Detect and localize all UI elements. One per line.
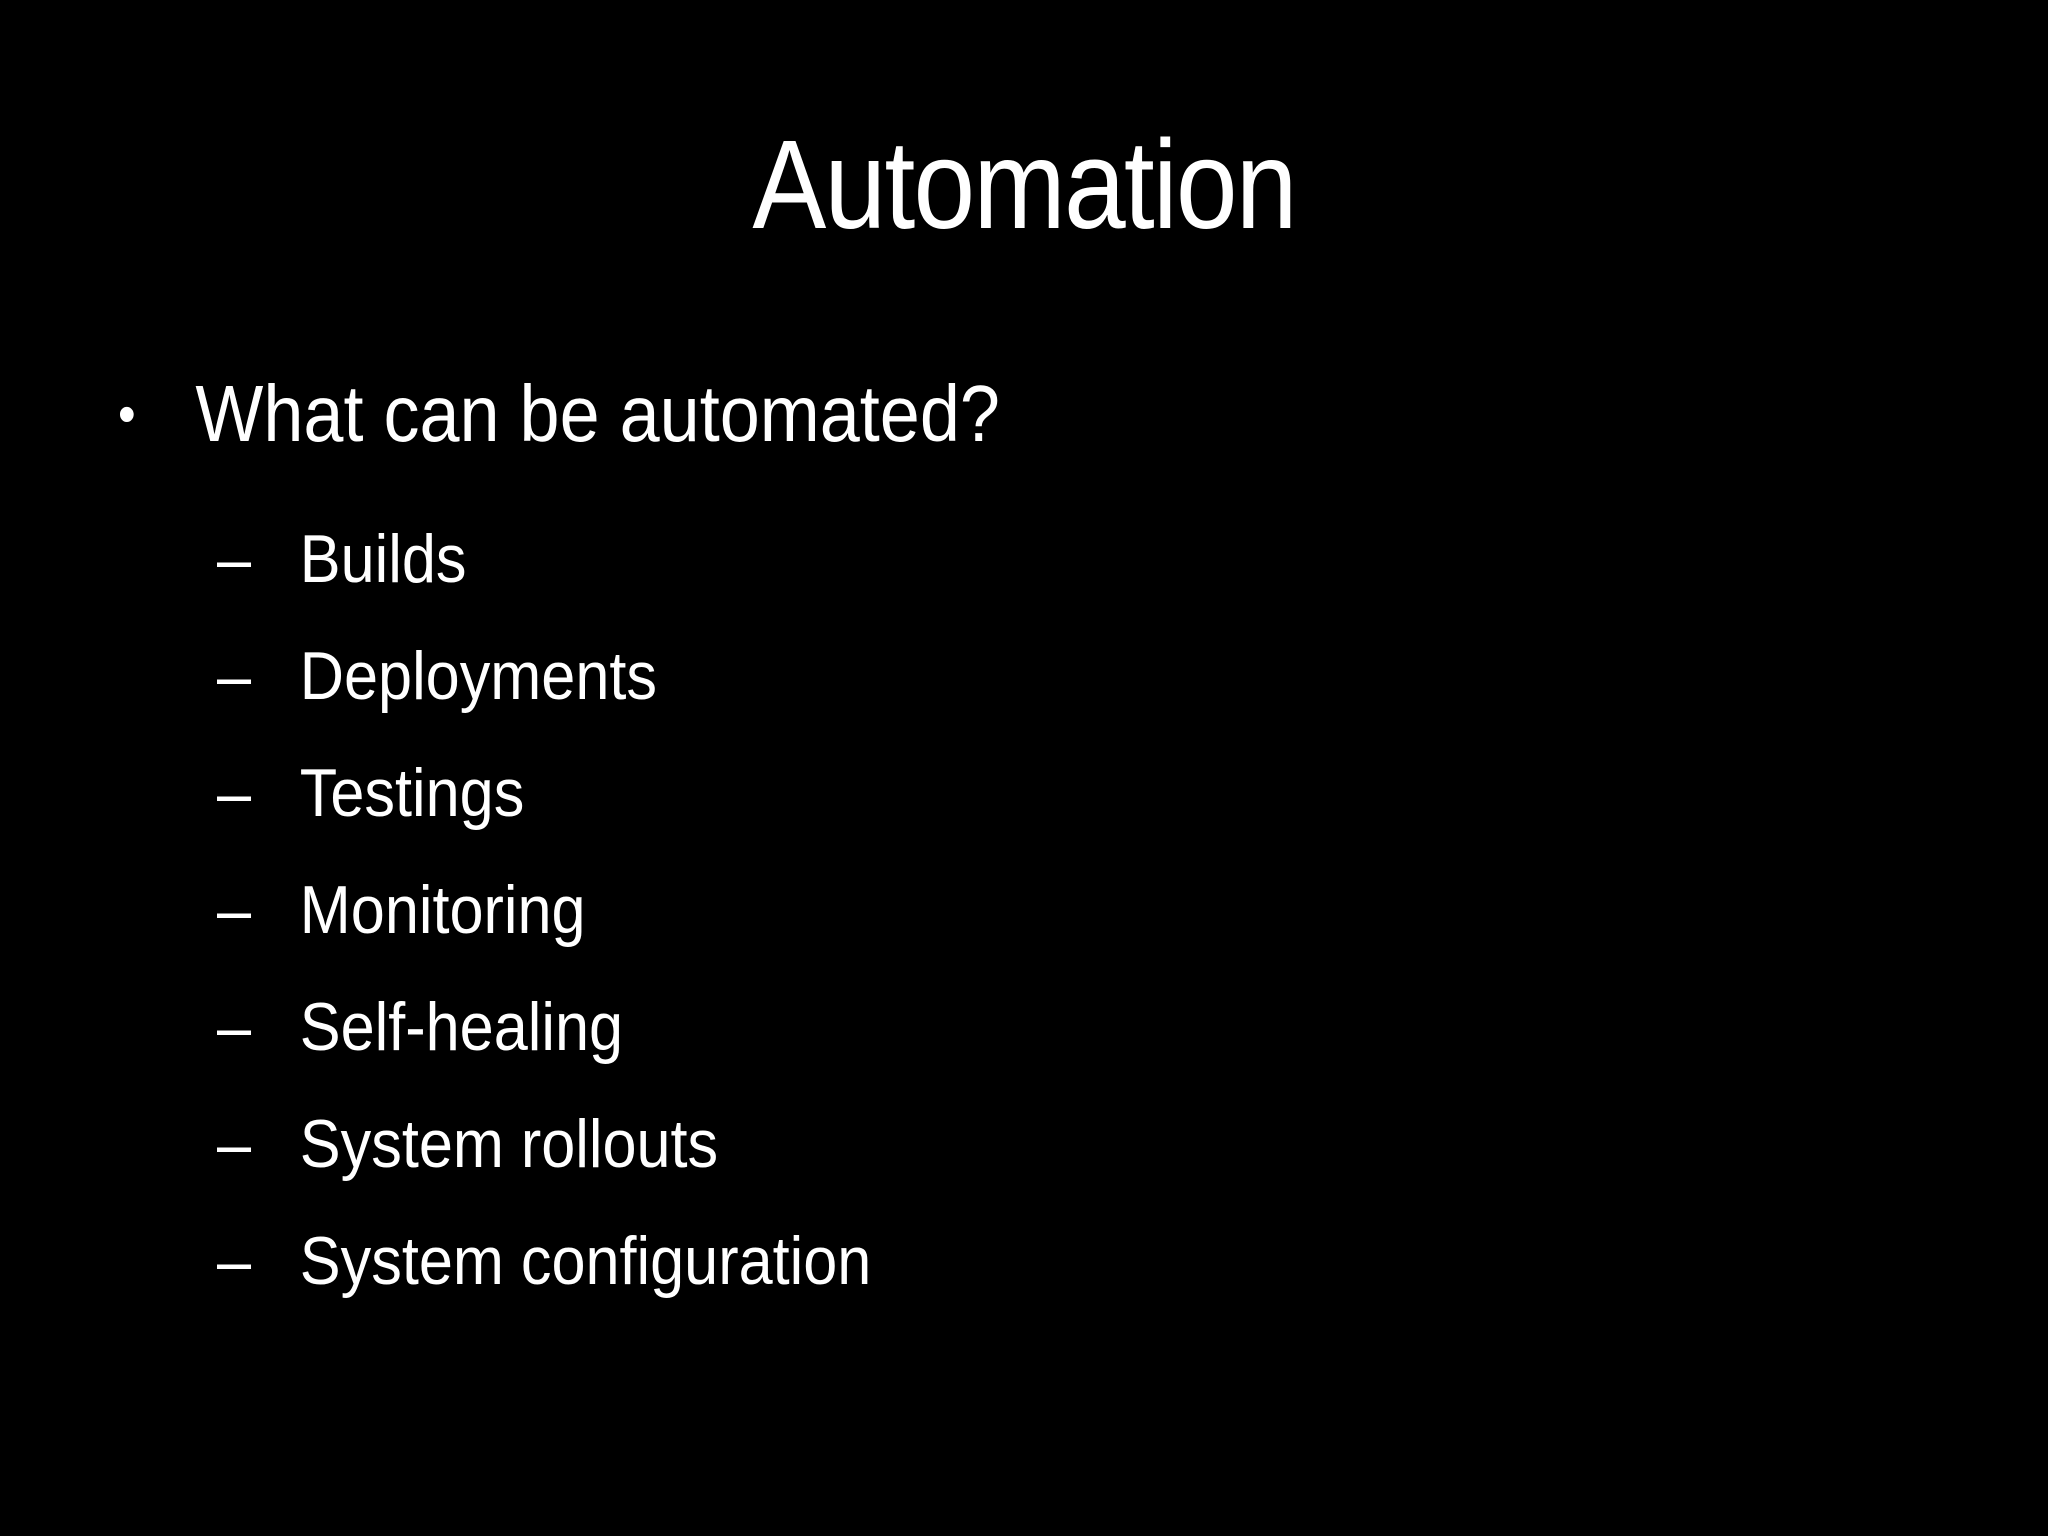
- list-item: – Monitoring: [118, 871, 1738, 988]
- list-item: – System configuration: [118, 1222, 1738, 1339]
- sub-item-label: Testings: [299, 755, 525, 831]
- sub-item-label: Deployments: [299, 638, 657, 714]
- slide-title: Automation: [752, 114, 1297, 255]
- dash-marker: –: [217, 872, 252, 948]
- list-item: – Deployments: [118, 637, 1738, 754]
- sub-item-label: Monitoring: [299, 872, 586, 948]
- list-item: – Self-healing: [118, 988, 1738, 1105]
- dash-marker: –: [217, 521, 252, 597]
- slide-body: • What can be automated? – Builds – Depl…: [118, 368, 1918, 1339]
- dash-marker: –: [217, 1223, 252, 1299]
- sub-item-label: Builds: [299, 521, 467, 597]
- list-item: – Builds: [118, 520, 1738, 637]
- sub-item-label: System rollouts: [299, 1106, 719, 1182]
- bullet-marker: •: [118, 382, 136, 445]
- dash-marker: –: [217, 1106, 252, 1182]
- main-bullet-label: What can be automated?: [195, 369, 1000, 458]
- main-bullet: • What can be automated?: [118, 368, 1738, 460]
- sub-item-label: System configuration: [299, 1223, 872, 1299]
- list-item: – Testings: [118, 754, 1738, 871]
- list-item: – System rollouts: [118, 1105, 1738, 1222]
- sub-item-list: – Builds – Deployments – Testings – Moni…: [118, 520, 1918, 1339]
- dash-marker: –: [217, 989, 252, 1065]
- dash-marker: –: [217, 638, 252, 714]
- sub-item-label: Self-healing: [299, 989, 624, 1065]
- dash-marker: –: [217, 755, 252, 831]
